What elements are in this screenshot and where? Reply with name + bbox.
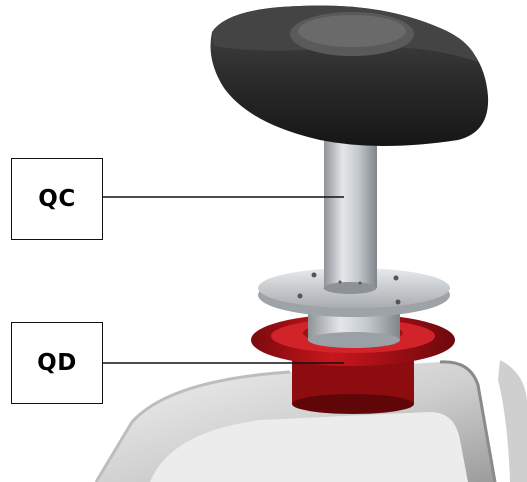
t-handle-knob-icon [210, 5, 489, 147]
callout-label-qc: QC [38, 186, 76, 212]
callout-box-qd: QD [11, 322, 103, 404]
callout-box-qc: QC [11, 158, 103, 240]
shaft [323, 140, 377, 294]
callout-label-qd: QD [37, 350, 77, 376]
